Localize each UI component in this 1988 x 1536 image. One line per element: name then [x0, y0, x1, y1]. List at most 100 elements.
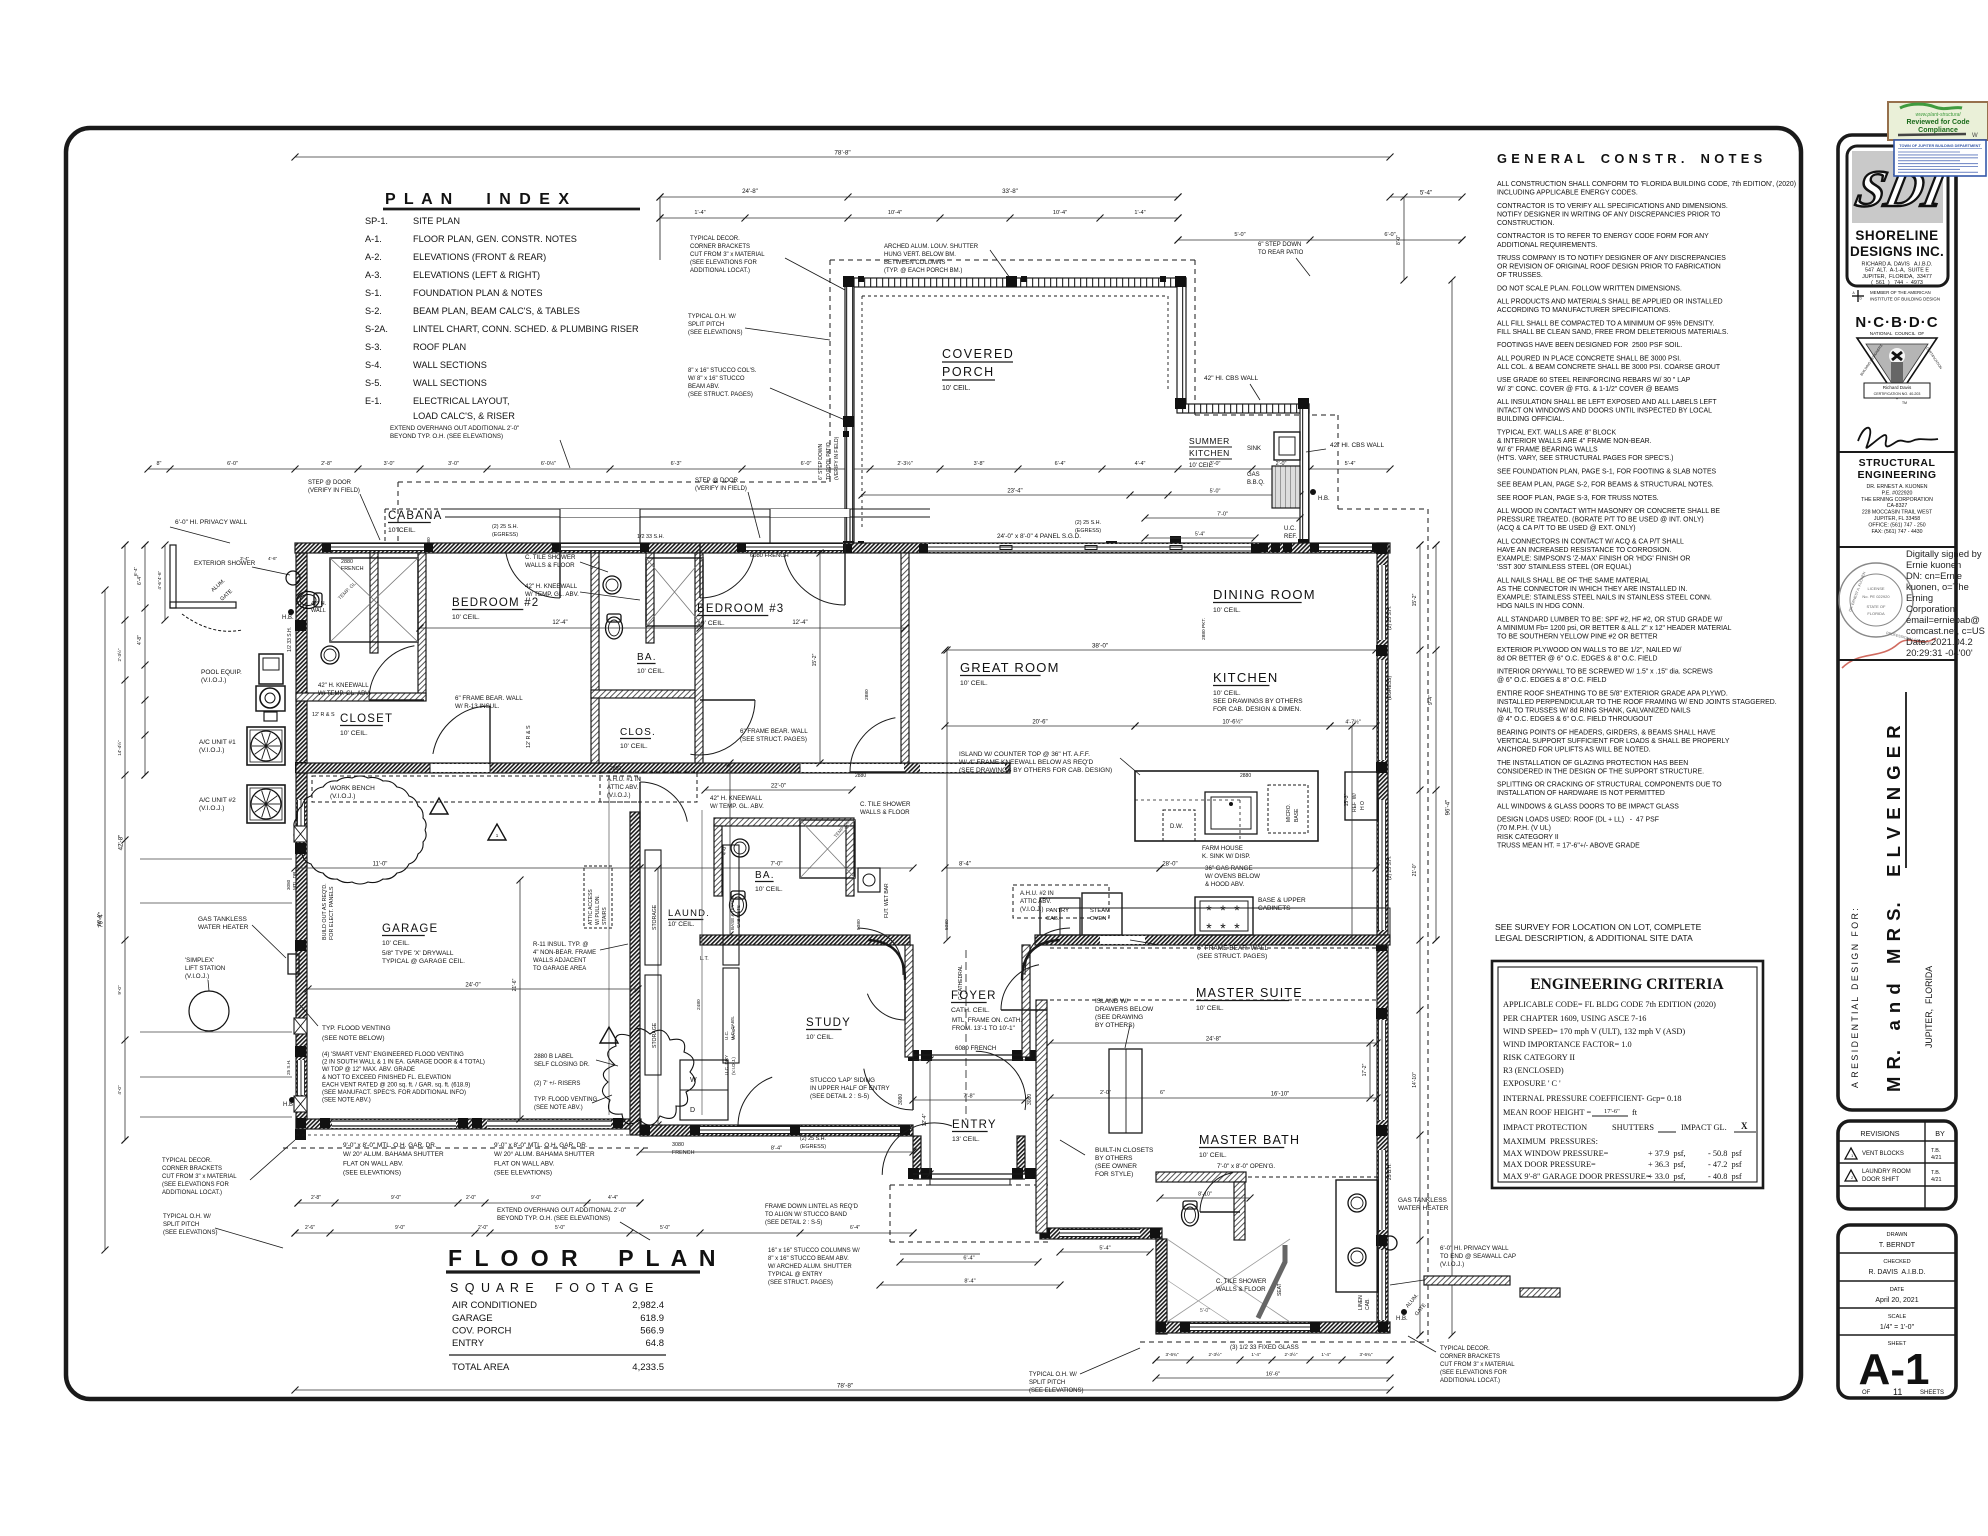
svg-text:A-1: A-1 [1859, 1345, 1930, 1394]
svg-text:BA.: BA. [755, 870, 775, 881]
svg-text:ATTIC ABV.: ATTIC ABV. [607, 785, 639, 791]
svg-text:10' CEIL.: 10' CEIL. [697, 620, 725, 627]
svg-text:12'-4": 12'-4" [552, 620, 567, 626]
svg-text:S-3.: S-3. [365, 342, 382, 352]
svg-text:LAUNDRY ROOM: LAUNDRY ROOM [1862, 1169, 1911, 1175]
svg-text:RISK CATEGORY II: RISK CATEGORY II [1503, 1053, 1575, 1062]
svg-text:FLORIDA: FLORIDA [1867, 611, 1885, 616]
svg-text:ALL INSULATION SHALL BE LEFT E: ALL INSULATION SHALL BE LEFT EXPOSED AND… [1497, 399, 1717, 406]
svg-text:78'-8": 78'-8" [837, 1383, 853, 1390]
svg-text:2'-3½": 2'-3½" [116, 648, 122, 661]
svg-text:10' CEIL.: 10' CEIL. [620, 743, 648, 750]
svg-text:SPLIT PITCH: SPLIT PITCH [1029, 1380, 1065, 1386]
svg-text:A-1.: A-1. [365, 234, 382, 244]
svg-text:3'-0": 3'-0" [384, 461, 395, 467]
svg-text:6080 FRENCH: 6080 FRENCH [750, 553, 789, 559]
svg-text:FOOTINGS HAVE BEEN DESIGNED FO: FOOTINGS HAVE BEEN DESIGNED FOR 2500 PSF… [1497, 342, 1682, 349]
svg-text:ATTIC ACCESS: ATTIC ACCESS [588, 889, 594, 925]
svg-text:6080 FRENCH: 6080 FRENCH [955, 1045, 996, 1052]
svg-text:CABINETS: CABINETS [736, 905, 741, 928]
svg-text:EXAMPLE: SIMPSON'S 'Z-MAX' FIN: EXAMPLE: SIMPSON'S 'Z-MAX' FINISH OR 'HD… [1497, 556, 1690, 563]
svg-text:U.C. DRY: U.C. DRY [724, 1055, 729, 1075]
svg-text:DESIGN LOADS USED: ROOF (DL +: DESIGN LOADS USED: ROOF (DL + LL) - 47 P… [1497, 817, 1659, 824]
svg-text:8'-0": 8'-0" [1396, 235, 1402, 245]
svg-text:17'-6": 17'-6" [1604, 1108, 1620, 1115]
svg-text:EXPOSURE ' C ': EXPOSURE ' C ' [1503, 1079, 1561, 1088]
svg-text:*: * [1234, 920, 1240, 936]
svg-text:22'-0": 22'-0" [771, 784, 786, 790]
svg-text:WALL SECTIONS: WALL SECTIONS [413, 360, 487, 370]
svg-text:4'-6": 4'-6" [157, 580, 162, 590]
svg-text:C. TILE SHOWER: C. TILE SHOWER [1216, 1278, 1267, 1285]
svg-text:(SEE NOTE ABV.): (SEE NOTE ABV.) [534, 1105, 583, 1111]
svg-text:W/ OVENS BELOW: W/ OVENS BELOW [1205, 873, 1260, 880]
svg-text:(SEE DETAIL 2 : S-5): (SEE DETAIL 2 : S-5) [810, 1093, 869, 1100]
svg-text:*: * [1220, 920, 1226, 936]
svg-text:HAVE AN INCREASED RESISTANCE T: HAVE AN INCREASED RESISTANCE TO CORROSIO… [1497, 547, 1672, 554]
svg-text:4" NON-BEAR. FRAME: 4" NON-BEAR. FRAME [533, 950, 596, 956]
svg-text:F L O O R P L A N: F L O O R P L A N [448, 1245, 718, 1271]
svg-text:(4) 'SMART VENT' ENGINEERED FL: (4) 'SMART VENT' ENGINEERED FLOOD VENTIN… [322, 1052, 464, 1058]
svg-text:CAB.: CAB. [1046, 916, 1060, 922]
svg-text:SCALE: SCALE [1888, 1314, 1907, 1320]
svg-text:(2) 7' +/- RISERS: (2) 7' +/- RISERS [534, 1081, 580, 1087]
svg-text:ADDITIONAL LOCAT.): ADDITIONAL LOCAT.) [1440, 1378, 1500, 1384]
svg-text:8'-10": 8'-10" [1198, 1192, 1212, 1198]
svg-text:TOWN OF JUPITER BUILDING DEPAR: TOWN OF JUPITER BUILDING DEPARTMENT [1899, 144, 1981, 148]
svg-text:STEAM: STEAM [1090, 908, 1110, 914]
svg-text:2'-0": 2'-0" [1100, 1090, 1111, 1096]
svg-text:TYPICAL O.H. W/: TYPICAL O.H. W/ [1029, 1372, 1077, 1378]
svg-text:SEE SURVEY FOR LOCATION ON LOT: SEE SURVEY FOR LOCATION ON LOT, COMPLETE [1495, 922, 1702, 932]
svg-text:3080: 3080 [898, 1094, 904, 1105]
svg-text:2'-0": 2'-0" [478, 1225, 488, 1231]
svg-text:W/ TEMP. GL. ABV.: W/ TEMP. GL. ABV. [710, 803, 764, 810]
svg-text:64.8: 64.8 [646, 1338, 665, 1349]
svg-text:(EGRESS): (EGRESS) [492, 532, 518, 538]
svg-text:9'-0": 9'-0" [117, 985, 122, 995]
svg-text:S-1.: S-1. [365, 288, 382, 298]
svg-text:LIFT STATION: LIFT STATION [185, 965, 225, 972]
svg-text:AIR CONDITIONED: AIR CONDITIONED [452, 1300, 537, 1311]
svg-text:(V.I.O.J.): (V.I.O.J.) [731, 1057, 736, 1075]
svg-text:16'-6": 16'-6" [1266, 1372, 1280, 1378]
svg-text:BUILDING OFFICIAL.: BUILDING OFFICIAL. [1497, 416, 1564, 423]
svg-text:ANCHORED FOR UPLIFTS AS WILL B: ANCHORED FOR UPLIFTS AS WILL BE NOTED. [1497, 747, 1651, 754]
svg-text:(TYP. @ EACH PORCH BM.): (TYP. @ EACH PORCH BM.) [884, 268, 962, 274]
svg-text:3080: 3080 [286, 879, 291, 890]
svg-text:2880 B LABEL: 2880 B LABEL [534, 1054, 574, 1060]
svg-text:A-3.: A-3. [365, 270, 382, 280]
svg-text:(2) 25 S.H.: (2) 25 S.H. [800, 1136, 826, 1142]
svg-text:FOUNDATION PLAN & NOTES: FOUNDATION PLAN & NOTES [413, 288, 543, 298]
svg-text:S-5.: S-5. [365, 378, 382, 388]
svg-text:1'-4": 1'-4" [1251, 1352, 1261, 1357]
svg-text:BASE: BASE [1294, 808, 1300, 822]
svg-text:OVEN: OVEN [1090, 916, 1106, 922]
svg-text:VENT BLOCKS: VENT BLOCKS [1862, 1151, 1904, 1157]
svg-text:9'-0" x 8'-0" MTL. O.H. GAR. D: 9'-0" x 8'-0" MTL. O.H. GAR. DR. [343, 1142, 437, 1149]
svg-text:EXTEND OVERHANG OUT ADDITIONAL: EXTEND OVERHANG OUT ADDITIONAL 2'-0" [390, 425, 519, 432]
svg-text:GARAGE: GARAGE [452, 1313, 493, 1324]
svg-text:(V.I.O.J.): (V.I.O.J.) [330, 793, 355, 800]
svg-text:D: D [1860, 297, 1863, 301]
svg-text:JUPITER, FLORIDA: JUPITER, FLORIDA [1924, 966, 1934, 1048]
svg-text:LAUND.: LAUND. [668, 908, 710, 919]
svg-text:28'-0": 28'-0" [1162, 862, 1177, 868]
svg-text:LINTEL CHART, CONN. SCHED. & P: LINTEL CHART, CONN. SCHED. & PLUMBING RI… [413, 324, 639, 334]
svg-text:COV. PORCH: COV. PORCH [452, 1326, 511, 1337]
svg-text:DN: cn=Ernie: DN: cn=Ernie [1906, 570, 1962, 581]
svg-text:(SEE DETAIL 2 : S-5): (SEE DETAIL 2 : S-5) [765, 1220, 822, 1226]
svg-text:& HOOD ABV.: & HOOD ABV. [1205, 881, 1245, 888]
svg-text:25 S.H.: 25 S.H. [286, 1060, 291, 1075]
svg-text:8" x 16" STUCCO COL'S.: 8" x 16" STUCCO COL'S. [688, 368, 757, 374]
svg-text:(V.I.O.J.): (V.I.O.J.) [199, 805, 224, 812]
svg-text:ALL NAILS SHALL BE OF THE SAME: ALL NAILS SHALL BE OF THE SAME MATERIAL [1497, 577, 1650, 584]
svg-text:6": 6" [1160, 1090, 1165, 1096]
svg-text:(2) 25 S.H.: (2) 25 S.H. [492, 524, 518, 530]
svg-text:6" FRAME BEAR. WALL: 6" FRAME BEAR. WALL [740, 728, 808, 735]
svg-text:R3 (ENCLOSED): R3 (ENCLOSED) [1503, 1066, 1564, 1075]
svg-text:INCLUDING APPLICABLE ENERGY CO: INCLUDING APPLICABLE ENERGY CODES. [1497, 190, 1638, 197]
svg-text:STEP @ DOOR: STEP @ DOOR [308, 480, 352, 486]
svg-text:ENGINEERING CRITERIA: ENGINEERING CRITERIA [1530, 976, 1724, 993]
svg-text:(SEE ELEVATIONS FOR: (SEE ELEVATIONS FOR [162, 1182, 229, 1188]
svg-text:SEE DRAWINGS BY OTHERS: SEE DRAWINGS BY OTHERS [1213, 698, 1303, 705]
